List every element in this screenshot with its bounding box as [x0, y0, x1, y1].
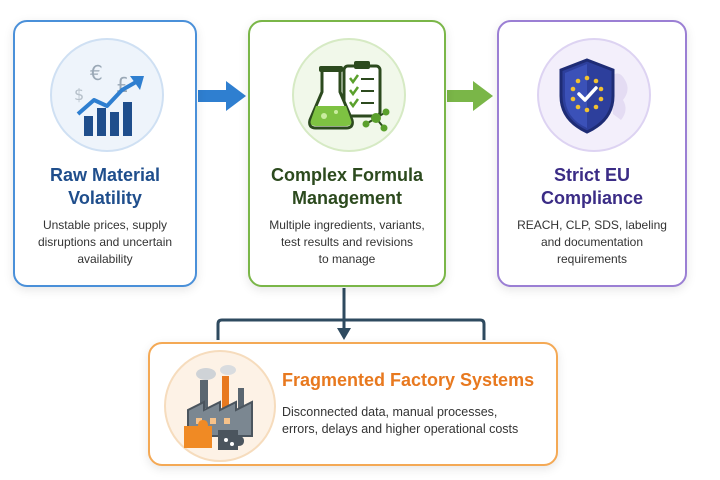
- arrow-right-icon-green: [447, 81, 493, 111]
- eu-shield-icon: [537, 38, 651, 152]
- arrow-right-icon-blue: [198, 81, 246, 111]
- formula-card: Complex Formula Management Multiple ingr…: [248, 20, 446, 287]
- lab-flask-clipboard-icon: [292, 38, 406, 152]
- bracket-connector: [216, 288, 486, 340]
- factory-puzzle-icon: [164, 350, 276, 462]
- factory-description: Disconnected data, manual processes, err…: [282, 405, 519, 436]
- formula-description: Multiple ingredients, variants, test res…: [269, 218, 425, 266]
- compliance-card: Strict EU Compliance REACH, CLP, SDS, la…: [497, 20, 687, 287]
- formula-title: Complex Formula Management: [270, 165, 424, 208]
- raw-material-card: € £ $ Raw Material Volatility Unstable p…: [13, 20, 197, 287]
- compliance-description: REACH, CLP, SDS, labeling and documentat…: [517, 218, 667, 266]
- factory-title: Fragmented Factory Systems: [282, 370, 535, 390]
- raw-material-title: Raw Material Volatility: [49, 165, 161, 208]
- compliance-title: Strict EU Compliance: [540, 165, 644, 208]
- euro-icon: €: [90, 61, 103, 85]
- price-chart-icon: € £ $: [50, 38, 164, 152]
- factory-card: Fragmented Factory Systems Disconnected …: [148, 342, 558, 466]
- dollar-icon: $: [74, 85, 84, 104]
- arrow-down-icon: [337, 328, 351, 340]
- raw-material-description: Unstable prices, supply disruptions and …: [37, 218, 173, 266]
